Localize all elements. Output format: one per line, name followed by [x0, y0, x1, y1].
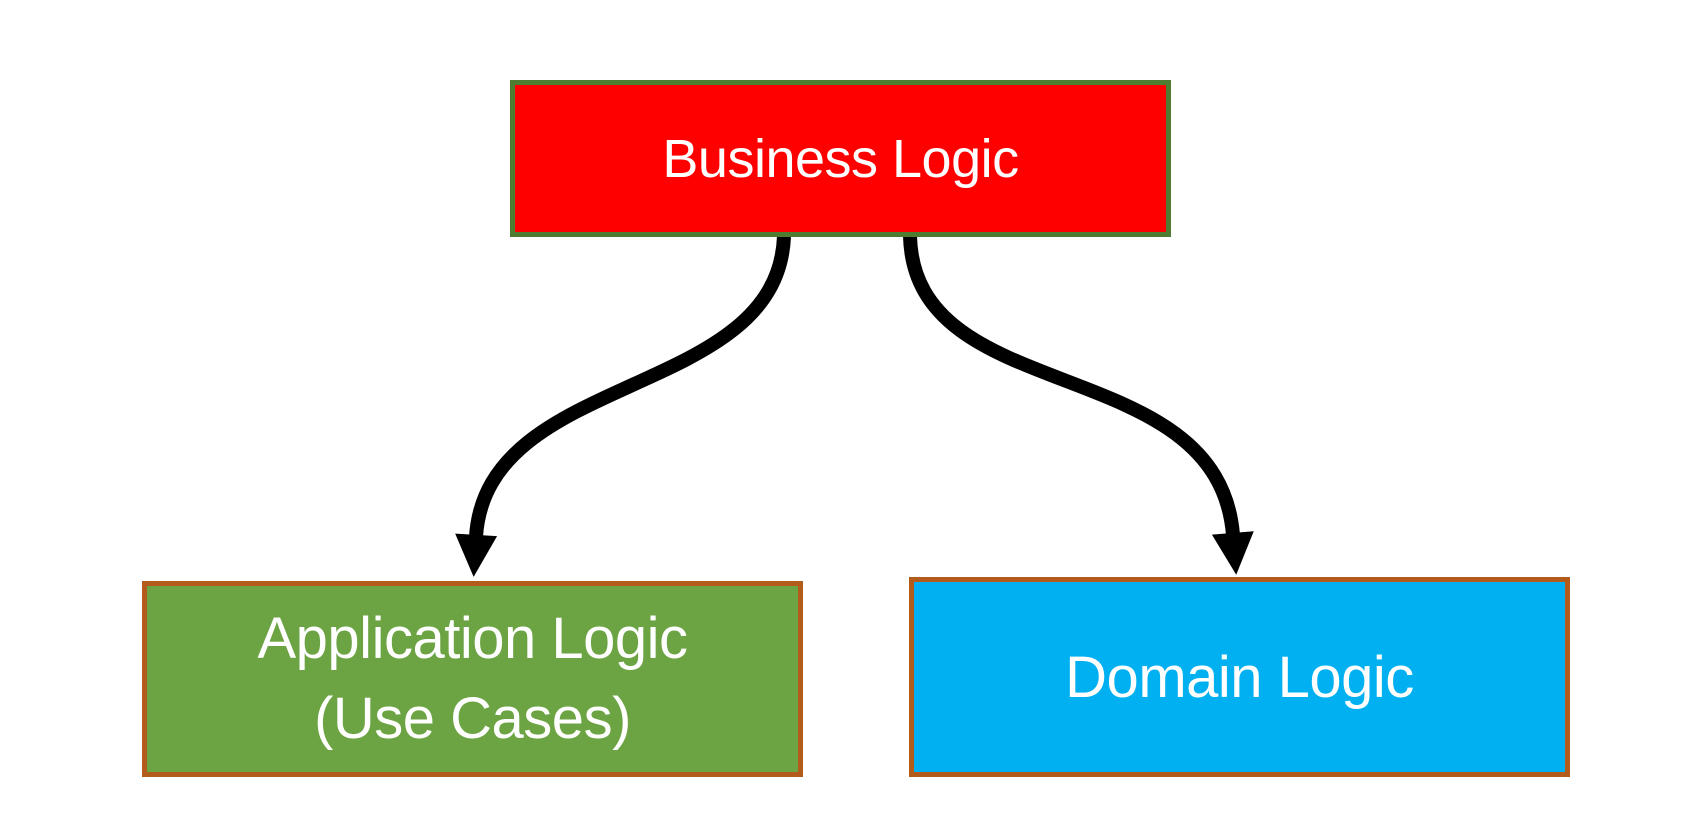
node-domain-logic: Domain Logic [909, 577, 1570, 777]
connector-business-to-domain [903, 235, 1254, 575]
node-business-logic: Business Logic [510, 80, 1171, 237]
node-application-logic: Application Logic (Use Cases) [142, 581, 803, 777]
node-domain-logic-label: Domain Logic [1065, 644, 1414, 710]
node-business-logic-label: Business Logic [662, 128, 1019, 189]
node-application-logic-label: Application Logic [257, 605, 688, 671]
connector-business-to-application [455, 235, 791, 577]
node-application-logic-sublabel: (Use Cases) [314, 686, 631, 751]
